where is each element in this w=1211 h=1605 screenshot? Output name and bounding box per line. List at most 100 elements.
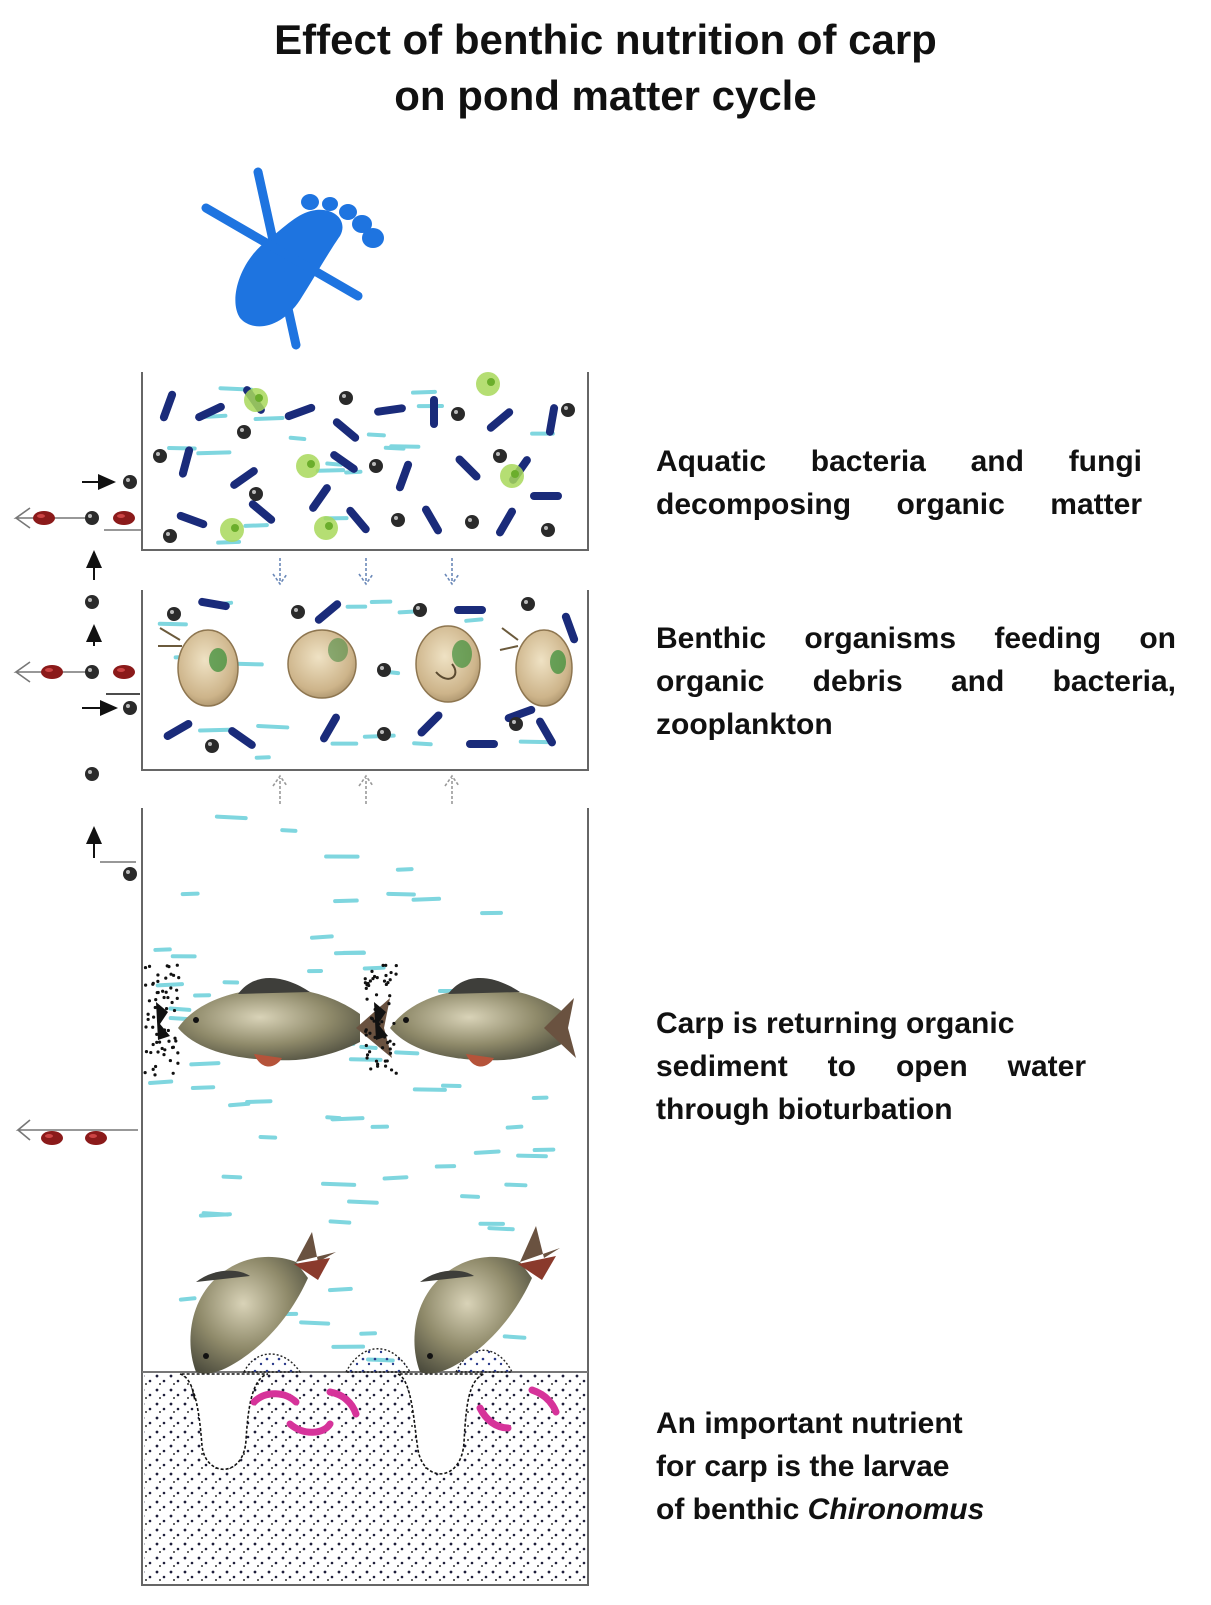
particle xyxy=(143,965,148,970)
particle xyxy=(149,1050,153,1055)
particle xyxy=(365,1053,370,1057)
particle xyxy=(364,1029,368,1033)
carp-digging-icon xyxy=(190,1232,336,1374)
fungal-spore-icon xyxy=(249,487,263,501)
fungal-spore-icon xyxy=(391,513,405,527)
spore-highlight xyxy=(394,516,398,520)
particle xyxy=(389,970,393,975)
red-pellet-icon xyxy=(33,511,135,1145)
particle xyxy=(392,1042,396,1046)
particle xyxy=(151,1025,155,1029)
fungal-spore-icon xyxy=(237,425,251,439)
rod-bacteria-icon xyxy=(248,500,276,524)
particle xyxy=(364,1043,368,1048)
fungal-spore-icon xyxy=(561,403,575,417)
spore-highlight xyxy=(294,608,298,612)
particle xyxy=(155,1032,159,1036)
bioturbation-particles xyxy=(143,963,418,1400)
diagram-title: Effect of benthic nutrition of carp on p… xyxy=(0,12,1211,124)
water-dash xyxy=(168,1006,192,1012)
particle xyxy=(166,1028,170,1033)
water-dash xyxy=(327,1286,353,1293)
caption-larvae: An important nutrient for carp is the la… xyxy=(656,1402,1076,1531)
fungal-spore-icon xyxy=(369,459,383,473)
particle xyxy=(368,1031,372,1035)
spore-highlight xyxy=(166,532,170,536)
water-dash xyxy=(320,1181,357,1187)
particle xyxy=(383,1064,388,1068)
rod-bacteria-icon xyxy=(309,484,331,512)
spore-highlight xyxy=(240,428,244,432)
spore-highlight xyxy=(496,452,500,456)
water-dash xyxy=(201,1211,230,1217)
water-dash xyxy=(333,898,359,904)
water-dash xyxy=(460,1194,481,1199)
caption-larvae-line-1: An important nutrient xyxy=(656,1407,963,1440)
water-dash xyxy=(280,828,298,833)
fungal-spore-icon xyxy=(85,767,99,781)
title-line-1: Effect of benthic nutrition of carp xyxy=(274,16,937,63)
particle xyxy=(376,1064,380,1068)
particle xyxy=(381,963,385,967)
rod-bacteria-icon xyxy=(346,506,370,534)
bacteria-compartment xyxy=(141,372,589,551)
daphnia-icon xyxy=(158,627,239,707)
particle xyxy=(157,1040,162,1044)
rod-bacteria-icon xyxy=(159,390,177,422)
water-dash xyxy=(325,461,343,467)
carp-icon xyxy=(178,977,392,1067)
particle xyxy=(163,1048,167,1052)
water-dash xyxy=(198,727,232,733)
caption-larvae-line-2: for carp is the larvae xyxy=(656,1450,950,1483)
particle xyxy=(161,989,165,993)
sediment-layer xyxy=(144,1348,587,1584)
particle xyxy=(375,976,379,980)
particle xyxy=(177,976,181,980)
particle xyxy=(160,1046,164,1051)
ostracod-icon xyxy=(287,629,357,699)
caption-carp-line-3: through bioturbation xyxy=(656,1093,953,1126)
particle xyxy=(162,995,166,1000)
particle xyxy=(143,1071,147,1075)
particle xyxy=(384,973,388,978)
title-line-2: on pond matter cycle xyxy=(394,72,817,119)
particle xyxy=(151,1067,155,1071)
fungal-spore-icon xyxy=(541,523,555,537)
particle-cloud xyxy=(156,1002,170,1040)
spore-highlight xyxy=(380,730,384,734)
water-dash xyxy=(412,741,433,747)
particle xyxy=(153,1073,157,1077)
spore-highlight xyxy=(544,526,548,530)
spore-highlight xyxy=(372,462,376,466)
red-pellet xyxy=(113,511,135,525)
particle xyxy=(387,1002,391,1006)
fungal-spore-icon xyxy=(85,511,99,525)
particle xyxy=(151,981,155,985)
caption-benthic-line-2: organic debris and bacteria, xyxy=(656,665,1176,698)
rod-bacteria-icon xyxy=(284,403,316,421)
fungal-spore-icon xyxy=(153,449,167,463)
spore-highlight xyxy=(208,742,212,746)
particle xyxy=(170,1000,174,1005)
water-dash xyxy=(333,950,366,956)
particle xyxy=(363,977,367,981)
spore-highlight xyxy=(170,610,174,614)
water-dash xyxy=(299,1320,331,1326)
particle xyxy=(156,973,160,977)
particle xyxy=(365,1056,369,1060)
exported-spores xyxy=(85,475,137,881)
particle xyxy=(176,1051,180,1055)
algae-core xyxy=(307,460,315,468)
particle xyxy=(166,995,170,1000)
pellet-highlight xyxy=(117,668,125,672)
caption-larvae-genus: Chironomus xyxy=(807,1493,985,1526)
particle xyxy=(144,983,148,987)
water-dash xyxy=(411,896,442,902)
fungal-spore-icon xyxy=(465,515,479,529)
water-dash xyxy=(464,617,484,623)
particle xyxy=(174,1039,178,1043)
particle xyxy=(388,1051,393,1055)
spore-highlight xyxy=(416,606,420,610)
particle xyxy=(171,973,176,977)
rod-bacteria-icon xyxy=(178,446,194,478)
